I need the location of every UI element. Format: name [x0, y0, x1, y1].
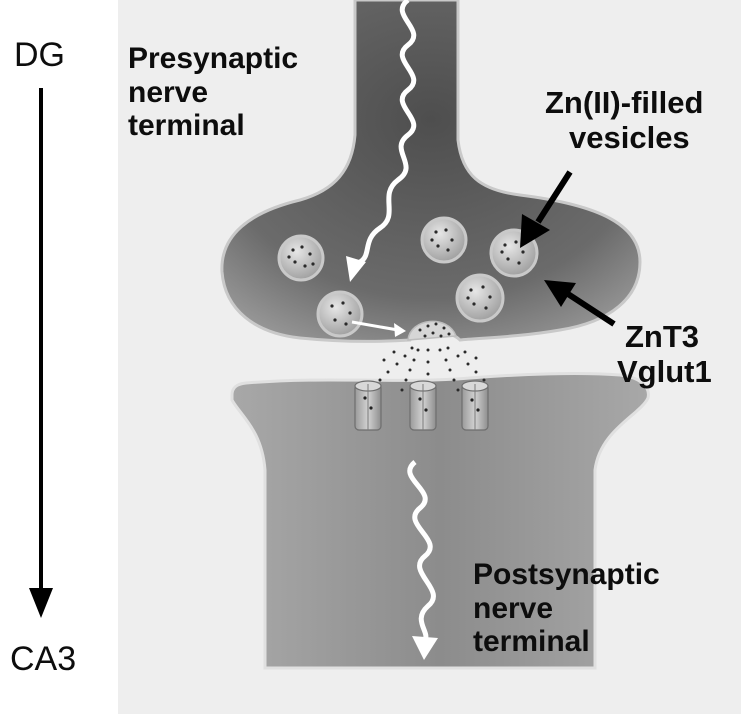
postsynaptic-label: Postsynaptic nerve terminal: [473, 558, 660, 659]
presynaptic-label-line: nerve: [128, 76, 298, 110]
vesicle: [457, 275, 503, 321]
receptor-channel: [355, 381, 381, 430]
transporters-label-line: Vglut1: [617, 355, 712, 390]
receptor-channels: [355, 381, 488, 430]
presynaptic-label: Presynaptic nerve terminal: [128, 42, 298, 143]
postsynaptic-label-line: Postsynaptic: [473, 558, 660, 592]
down-arrow-icon: [29, 88, 53, 618]
presynaptic-label-line: Presynaptic: [128, 42, 298, 76]
transporters-label-line: ZnT3: [625, 320, 712, 355]
vesicles-label-line: Zn(II)-filled: [545, 86, 703, 121]
presynaptic-label-line: terminal: [128, 109, 298, 143]
vesicle: [318, 292, 362, 336]
postsynaptic-label-line: terminal: [473, 625, 660, 659]
axis-top-label: DG: [14, 36, 65, 74]
vesicles-label-line: vesicles: [545, 121, 703, 156]
transporters-label: ZnT3 Vglut1: [625, 320, 712, 389]
postsynaptic-label-line: nerve: [473, 592, 660, 626]
vesicle: [422, 218, 466, 262]
vesicles-label: Zn(II)-filled vesicles: [545, 86, 703, 155]
receptor-channel: [462, 381, 488, 430]
axis-bottom-label: CA3: [10, 640, 76, 678]
receptor-channel: [410, 381, 436, 430]
vesicle: [279, 236, 323, 280]
